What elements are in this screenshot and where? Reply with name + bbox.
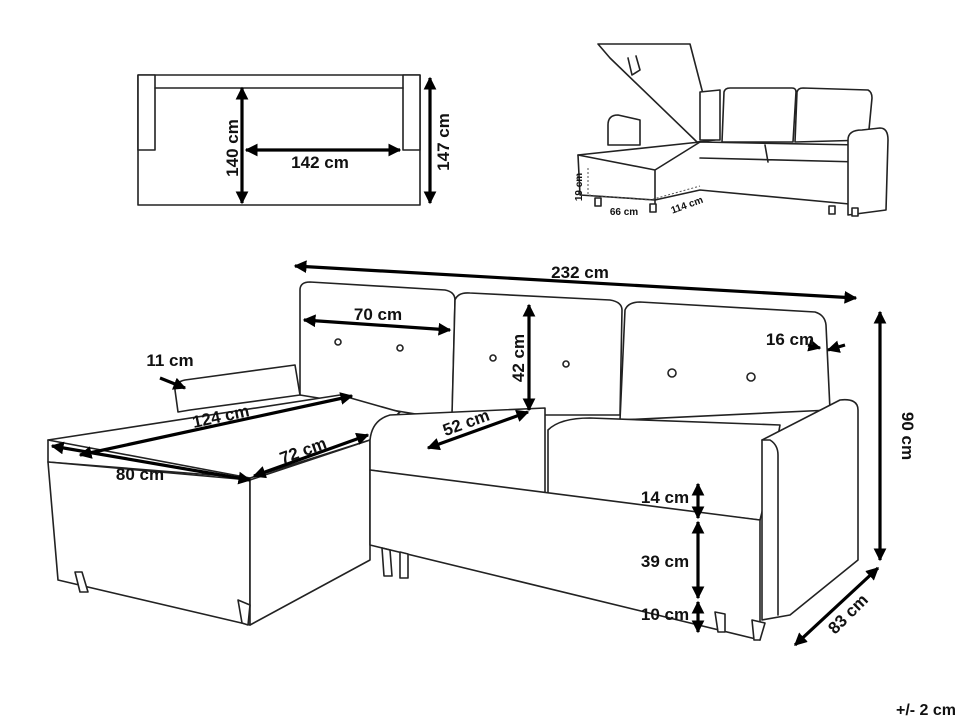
top-view-drawing: 140 cm 142 cm 147 cm (137, 74, 453, 206)
armrest-left-label: 11 cm (146, 351, 193, 370)
leg-height-label: 10 cm (641, 605, 689, 624)
dimension-arrow (793, 566, 880, 647)
storage-length-label: 114 cm (670, 195, 705, 217)
base-height-label: 39 cm (641, 552, 689, 571)
dimension-arrow (826, 340, 846, 353)
storage-width-label: 66 cm (610, 207, 638, 218)
total-height-label: 90 cm (898, 412, 917, 460)
dimension-arrow (426, 409, 530, 451)
dimension-arrow (252, 432, 370, 479)
dimension-arrow (293, 260, 858, 304)
main-sofa-drawing: 232 cm 70 cm 42 cm 11 cm 16 cm 124 cm 80… (47, 260, 917, 647)
top-depth-outer-label: 147 cm (434, 113, 453, 171)
back-cushion-width-label: 70 cm (354, 305, 402, 324)
seat-thickness-label: 14 cm (641, 488, 689, 507)
dimension-arrow (302, 314, 452, 336)
total-width-label: 232 cm (551, 263, 609, 282)
dimension-arrow (159, 376, 187, 390)
back-cushion-height-label: 42 cm (509, 334, 528, 382)
top-width-label: 142 cm (291, 153, 349, 172)
storage-height-label: 19 cm (574, 173, 585, 201)
top-depth-inner-label: 140 cm (223, 119, 242, 177)
armrest-right-label: 16 cm (766, 330, 814, 349)
tolerance-note: +/- 2 cm (895, 702, 956, 719)
dimension-arrow (807, 338, 822, 352)
chaise-width-label: 80 cm (116, 465, 164, 484)
storage-view-drawing: 19 cm 66 cm 114 cm (574, 43, 889, 218)
dimension-arrow (50, 441, 252, 485)
